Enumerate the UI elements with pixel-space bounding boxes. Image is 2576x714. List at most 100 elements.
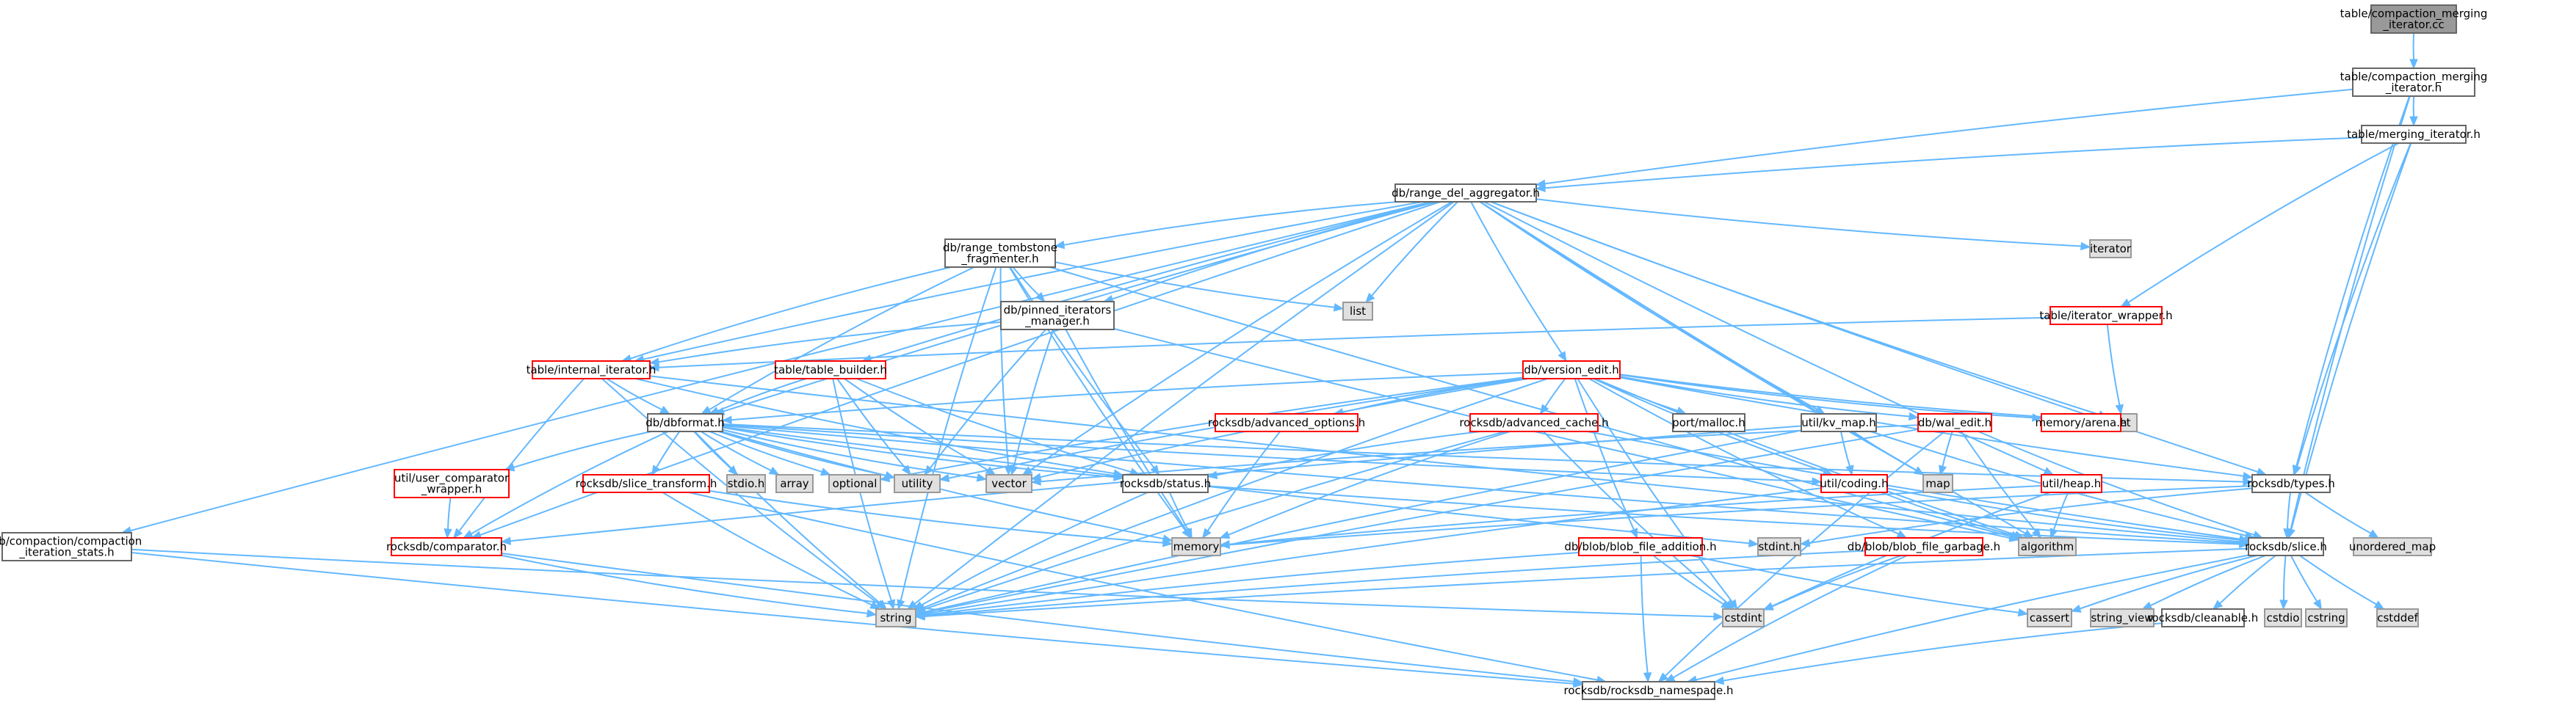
edge-range_del-to-set xyxy=(1490,201,2109,419)
edge-line xyxy=(1619,374,2099,421)
edge-cmi_h-to-range_del xyxy=(1535,88,2354,188)
node-db-blob-blob-file-addition-h[interactable]: db/blob/blob_file_addition.h xyxy=(1564,537,1717,556)
edge-adv_opts-to-memory xyxy=(1201,431,1281,539)
node-box xyxy=(1469,413,1599,432)
node-db-pinned-iterators-manager-h[interactable]: db/pinned_iterators_manager.h xyxy=(1000,301,1115,330)
edge-cmi_cc-to-cmi_h xyxy=(2409,32,2418,70)
edge-line xyxy=(662,492,872,606)
edge-line xyxy=(649,375,2240,543)
edge-arrowhead xyxy=(2242,471,2254,481)
node-rocksdb-advanced-cache-h[interactable]: rocksdb/advanced_cache.h xyxy=(1459,413,1609,432)
node-label: memory xyxy=(1173,540,1220,553)
edge-arrowhead xyxy=(1713,612,1724,622)
node-label: db/wal_edit.h xyxy=(1918,416,1991,430)
node-label: table/internal_iterator.h xyxy=(527,363,656,377)
node-cassert: cassert xyxy=(2027,608,2072,627)
node-label: util/kv_map.h xyxy=(1801,416,1875,430)
edge-rt_frag-to-pinned xyxy=(1012,266,1046,302)
edge-line xyxy=(1886,487,2240,541)
node-util-heap-h[interactable]: util/heap.h xyxy=(2041,474,2102,493)
node-rocksdb-status-h[interactable]: rocksdb/status.h xyxy=(1120,474,1211,493)
node-util-coding-h[interactable]: util/coding.h xyxy=(1820,474,1889,493)
edge-line xyxy=(924,429,1919,613)
node-db-dbformat-h[interactable]: db/dbformat.h xyxy=(645,413,725,432)
node-db-blob-blob-file-garbage-h[interactable]: db/blob/blob_file_garbage.h xyxy=(1848,537,2000,556)
edge-line xyxy=(924,552,1580,616)
node-box xyxy=(1820,474,1888,493)
edge-line xyxy=(1771,555,1902,608)
edge-blob_add-to-cstdint xyxy=(1652,555,1732,610)
edge-line xyxy=(458,378,585,532)
node-box xyxy=(582,474,710,493)
edge-line xyxy=(2287,492,2291,530)
node-label: db/version_edit.h xyxy=(1524,363,1619,377)
edge-arrowhead xyxy=(2293,465,2301,476)
node-cstring: cstring xyxy=(2305,608,2348,627)
node-table-compaction-merging-iterator-h[interactable]: table/compaction_merging_iterator.h xyxy=(2340,68,2488,97)
node-label: utility xyxy=(902,477,933,490)
node-rocksdb-types-h[interactable]: rocksdb/types.h xyxy=(2247,474,2335,493)
edge-slice-to-cstring xyxy=(2290,555,2322,611)
edge-arrowhead xyxy=(462,530,474,539)
node-box xyxy=(2376,608,2419,627)
edge-line xyxy=(1479,201,1917,471)
node-rocksdb-advanced-options-h[interactable]: rocksdb/advanced_options.h xyxy=(1208,413,1365,432)
node-db-compaction-compaction-iteration-stats-h[interactable]: db/compaction/compaction_iteration_stats… xyxy=(0,532,142,561)
node-util-kv-map-h[interactable]: util/kv_map.h xyxy=(1801,413,1877,432)
edge-line xyxy=(855,378,1132,473)
edge-arrowhead xyxy=(452,528,463,539)
node-optional: optional xyxy=(828,474,881,493)
node-box xyxy=(1394,183,1537,203)
edge-arrowhead xyxy=(1365,292,1375,303)
node-box xyxy=(828,474,881,493)
edge-line xyxy=(2052,492,2069,531)
edge-arrowhead xyxy=(1657,672,1668,682)
node-label: stdint.h xyxy=(1758,540,1800,553)
edge-arrowhead xyxy=(976,473,988,482)
node-table-merging-iterator-h[interactable]: table/merging_iterator.h xyxy=(2347,125,2481,144)
node-table-internal-iterator-h[interactable]: table/internal_iterator.h xyxy=(527,360,656,379)
edge-line xyxy=(694,431,880,604)
node-memory-arena-h[interactable]: memory/arena.h xyxy=(2036,413,2127,432)
edge-arrowhead xyxy=(500,536,511,545)
node-rocksdb-comparator-h[interactable]: rocksdb/comparator.h xyxy=(386,537,507,556)
node-box xyxy=(2041,474,2102,493)
node-box xyxy=(2370,4,2457,34)
node-box xyxy=(1864,537,1983,556)
node-cstdio: cstdio xyxy=(2264,608,2302,627)
node-db-range-tombstone-fragmenter-h[interactable]: db/range_tombstone_fragmenter.h xyxy=(943,238,1057,268)
edge-line xyxy=(606,378,662,410)
edge-arrowhead xyxy=(2022,529,2034,539)
edge-version_edit-to-wal_edit xyxy=(1619,376,1920,421)
node-label: port/malloc.h xyxy=(1672,416,1745,429)
node-db-wal-edit-h[interactable]: db/wal_edit.h xyxy=(1917,413,1992,432)
node-box xyxy=(1000,301,1115,330)
node-rocksdb-slice-transform-h[interactable]: rocksdb/slice_transform.h xyxy=(576,474,717,493)
node-util-user-comparator-wrapper-h[interactable]: util/user_comparator_wrapper.h xyxy=(394,469,510,498)
node-label: map xyxy=(1925,477,1950,490)
edge-line xyxy=(1009,266,1155,468)
edge-line xyxy=(2219,555,2276,604)
edge-blob_add-to-namespace xyxy=(1640,555,1652,683)
node-rocksdb-cleanable-h[interactable]: rocksdb/cleanable.h xyxy=(2148,608,2259,627)
edge-arrowhead xyxy=(2010,531,2022,539)
node-db-range-del-aggregator-h[interactable]: db/range_del_aggregator.h xyxy=(1392,183,1540,203)
node-label: _manager.h xyxy=(1024,315,1090,329)
edge-line xyxy=(131,548,1715,618)
edge-arrowhead xyxy=(1845,465,1854,476)
node-port-malloc-h[interactable]: port/malloc.h xyxy=(1672,413,1745,432)
node-table-table-builder-h[interactable]: table/table_builder.h xyxy=(774,360,887,379)
node-rocksdb-rocksdb-namespace-h[interactable]: rocksdb/rocksdb_namespace.h xyxy=(1564,681,1734,700)
node-box xyxy=(647,413,723,432)
node-db-version-edit-h[interactable]: db/version_edit.h xyxy=(1522,360,1621,379)
node-table-compaction-merging-iterator-cc[interactable]: table/compaction_merging_iterator.cc xyxy=(2340,4,2488,34)
node-table-iterator-wrapper-h[interactable]: table/iterator_wrapper.h xyxy=(2039,306,2173,325)
node-rocksdb-slice-h[interactable]: rocksdb/slice.h xyxy=(2245,537,2327,556)
edge-comparator-to-namespace xyxy=(501,553,1584,686)
edge-arrowhead xyxy=(1539,404,1549,415)
edge-line xyxy=(722,426,1115,478)
edge-internal_iter-to-comparator xyxy=(452,378,585,539)
edge-line xyxy=(721,431,1164,540)
node-box xyxy=(985,474,1032,493)
